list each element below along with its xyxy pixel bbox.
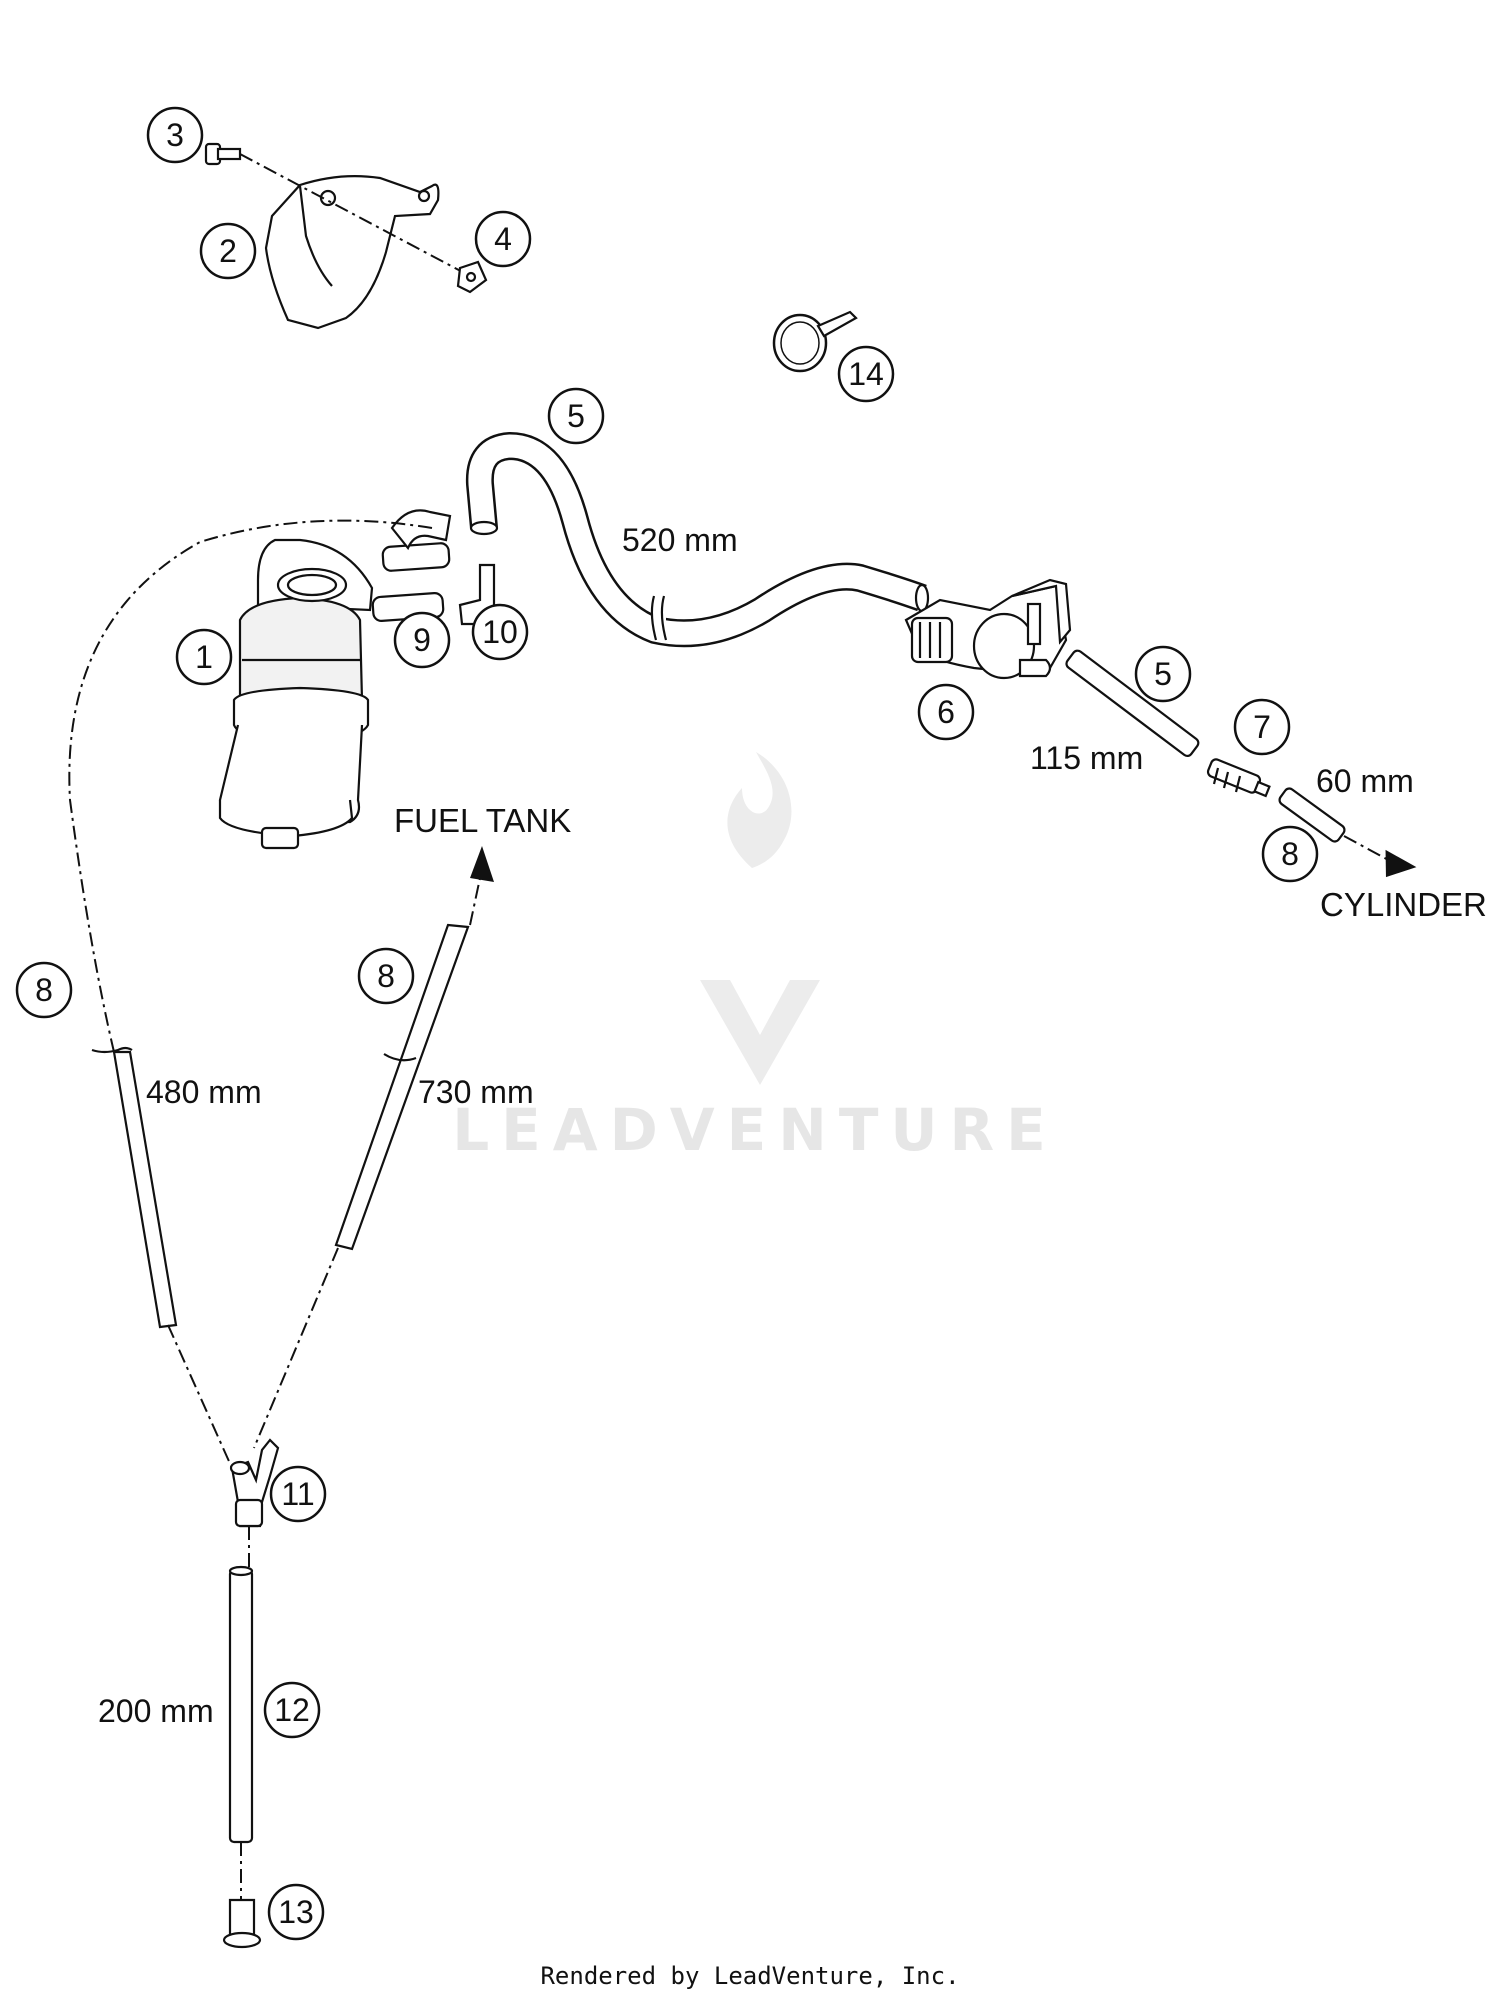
- y-connector: [229, 1438, 280, 1528]
- svg-text:8: 8: [35, 972, 53, 1008]
- callout-4: 4: [474, 210, 532, 268]
- fuel-tank-label: FUEL TANK: [394, 802, 571, 839]
- callout-14: 14: [837, 345, 895, 403]
- dimension-115mm: 115 mm: [1030, 740, 1143, 776]
- callout-2: 2: [199, 222, 257, 280]
- vent-hose-730: [334, 923, 470, 1251]
- svg-text:13: 13: [278, 1894, 314, 1930]
- callout-6: 6: [917, 683, 975, 741]
- dimension-480mm: 480 mm: [146, 1074, 262, 1110]
- watermark-text: LEADVENTURE: [452, 1096, 1058, 1164]
- svg-text:5: 5: [567, 398, 585, 434]
- dimension-730mm: 730 mm: [418, 1074, 534, 1110]
- callout-13: 13: [267, 1883, 325, 1941]
- callout-11: 11: [269, 1465, 327, 1523]
- callout-1: 1: [175, 628, 233, 686]
- svg-text:14: 14: [848, 356, 884, 392]
- dimension-520mm: 520 mm: [622, 522, 738, 558]
- clip-nut: [456, 260, 488, 294]
- carbon-canister: [218, 538, 374, 850]
- leadventure-watermark: LEADVENTURE: [452, 752, 1058, 1164]
- callout-10: 10: [471, 603, 529, 661]
- svg-text:8: 8: [377, 958, 395, 994]
- svg-text:7: 7: [1253, 709, 1271, 745]
- vent-hose-480: [112, 1050, 178, 1329]
- dimension-200mm: 200 mm: [98, 1693, 214, 1729]
- callout-3: 3: [146, 106, 204, 164]
- callout-8-right: 8: [1261, 825, 1319, 883]
- callout-5-lower: 5: [1134, 645, 1192, 703]
- svg-text:8: 8: [1281, 836, 1299, 872]
- callout-9: 9: [393, 611, 451, 669]
- svg-text:11: 11: [281, 1476, 314, 1512]
- cylinder-label: CYLINDER: [1320, 886, 1487, 923]
- heat-shield: [264, 175, 440, 330]
- purge-valve: [904, 578, 1072, 680]
- vent-hose-200: [228, 1565, 254, 1844]
- vent-hose-115: [1065, 649, 1200, 758]
- callout-8-left: 8: [15, 961, 73, 1019]
- hose-fitting: [371, 542, 451, 622]
- svg-text:4: 4: [494, 221, 512, 257]
- vent-hose-520: [465, 431, 930, 648]
- callout-7: 7: [1233, 698, 1291, 756]
- svg-text:5: 5: [1154, 656, 1172, 692]
- svg-text:9: 9: [413, 622, 431, 658]
- hose-cap: [222, 1898, 262, 1949]
- svg-text:1: 1: [195, 639, 213, 675]
- cable-tie: [772, 310, 858, 373]
- dimension-60mm: 60 mm: [1316, 763, 1414, 799]
- elbow-fitting-upper: [390, 509, 452, 551]
- svg-text:12: 12: [274, 1692, 310, 1728]
- svg-text:6: 6: [937, 694, 955, 730]
- check-valve: [1206, 758, 1271, 798]
- bolt: [204, 142, 242, 166]
- svg-text:2: 2: [219, 233, 237, 269]
- vent-hose-60: [1278, 787, 1346, 843]
- footer-credit: Rendered by LeadVenture, Inc.: [540, 1962, 960, 1990]
- callout-5-upper: 5: [547, 387, 605, 445]
- callout-12: 12: [263, 1681, 321, 1739]
- callout-8-middle: 8: [357, 947, 415, 1005]
- svg-text:3: 3: [166, 117, 184, 153]
- svg-text:10: 10: [482, 614, 518, 650]
